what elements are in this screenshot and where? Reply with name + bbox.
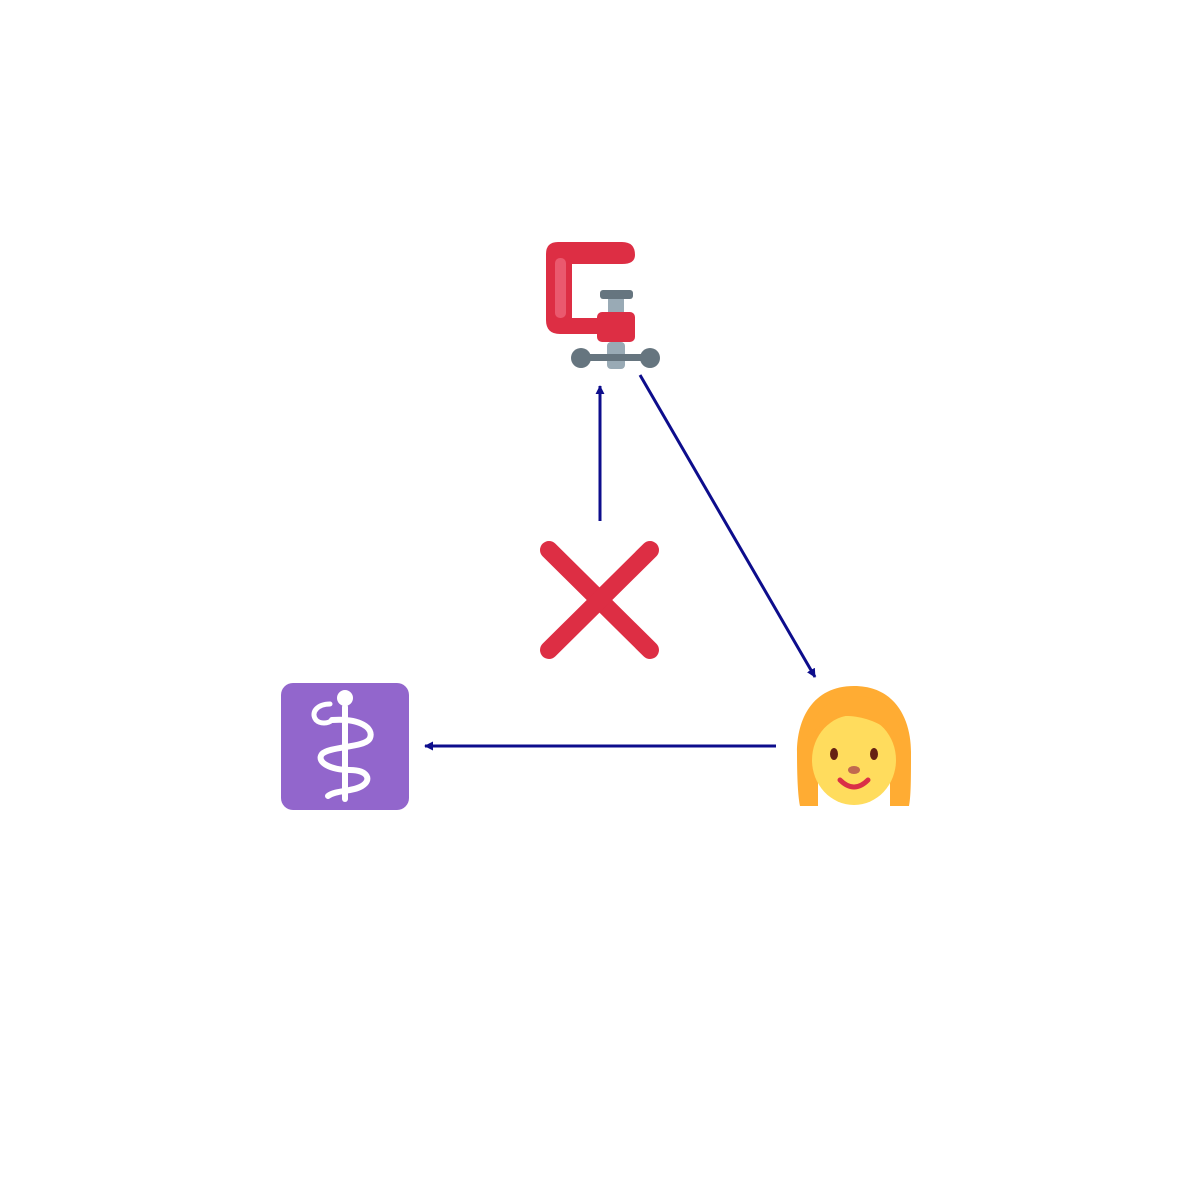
edge-clamp-to-woman: [638, 374, 817, 678]
woman-icon: [797, 686, 911, 806]
node-cross: [540, 541, 659, 659]
node-woman: [797, 686, 911, 806]
cross-mark-icon: [540, 541, 659, 659]
medical-symbol-icon: [281, 683, 409, 810]
clamp-icon: [546, 242, 660, 369]
node-medical: [281, 683, 409, 810]
node-clamp: [546, 242, 660, 369]
edges: [424, 374, 817, 751]
